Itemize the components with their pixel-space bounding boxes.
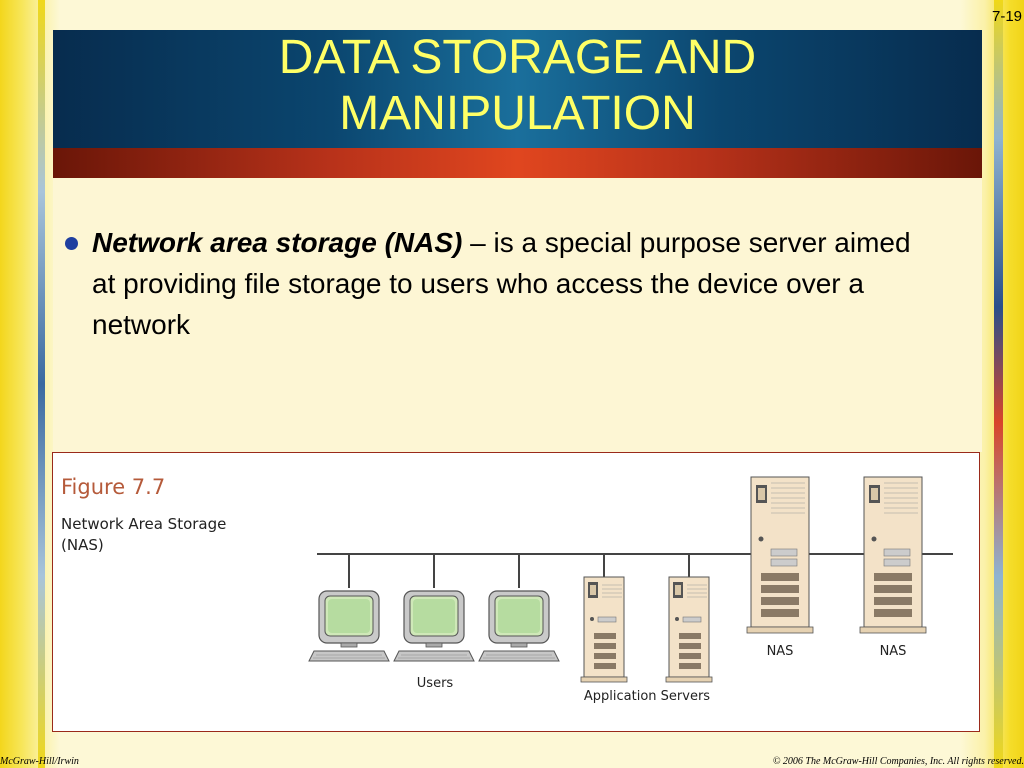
title-line-2: MANIPULATION bbox=[339, 87, 696, 140]
bullet-item: Network area storage (NAS) – is a specia… bbox=[62, 222, 912, 345]
figure-caption-line-1: Network Area Storage bbox=[61, 515, 227, 533]
user-computer-icon bbox=[478, 590, 560, 662]
left-decorative-stripe bbox=[38, 0, 45, 768]
nas-label: NAS bbox=[880, 644, 907, 659]
figure-panel: Figure 7.7 Network Area Storage (NAS) bbox=[52, 452, 980, 732]
figure-caption: Network Area Storage (NAS) bbox=[61, 514, 226, 556]
bullet-icon bbox=[65, 237, 78, 250]
nas-server-icon bbox=[859, 476, 927, 634]
slide-number: 7-19 bbox=[992, 8, 1023, 25]
title-line-1: DATA STORAGE AND bbox=[278, 31, 757, 84]
bullet-text: Network area storage (NAS) – is a specia… bbox=[92, 222, 912, 345]
figure-caption-line-2: (NAS) bbox=[61, 536, 104, 554]
content-background bbox=[53, 178, 982, 452]
right-decorative-stripe bbox=[994, 0, 1003, 768]
accent-band bbox=[53, 148, 982, 178]
nas-server-icon bbox=[746, 476, 814, 634]
user-computer-icon bbox=[308, 590, 390, 662]
footer-publisher: McGraw-Hill/Irwin bbox=[0, 756, 79, 767]
nas-label: NAS bbox=[767, 644, 794, 659]
bullet-definition: – is a special purpose server aimed at p… bbox=[92, 227, 911, 340]
title-band bbox=[53, 30, 982, 148]
application-server-icon bbox=[580, 576, 628, 683]
nas-network-diagram: Users Application Servers NAS NAS bbox=[308, 476, 953, 704]
footer-copyright: © 2006 The McGraw-Hill Companies, Inc. A… bbox=[772, 756, 1024, 767]
figure-label: Figure 7.7 bbox=[61, 475, 166, 499]
application-servers-label: Application Servers bbox=[584, 689, 710, 704]
user-computer-icon bbox=[393, 590, 475, 662]
users-label: Users bbox=[417, 676, 454, 691]
slide-title: DATA STORAGE AND MANIPULATION bbox=[53, 30, 982, 142]
bullet-term: Network area storage (NAS) bbox=[92, 227, 463, 258]
application-server-icon bbox=[665, 576, 713, 683]
